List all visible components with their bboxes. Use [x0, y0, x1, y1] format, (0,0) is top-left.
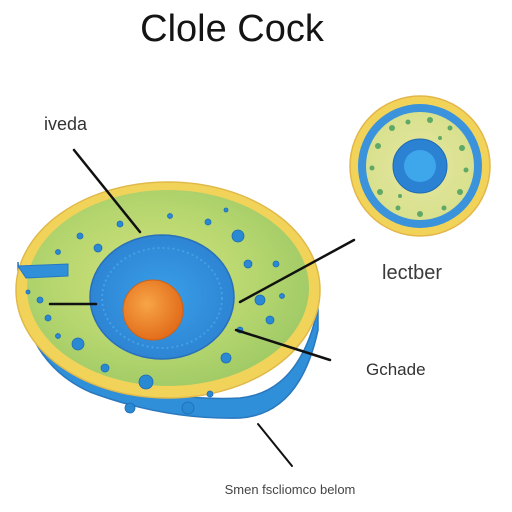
vesicle [100, 363, 110, 373]
vesicle [265, 315, 275, 325]
leader-line-lectber [238, 238, 356, 304]
vesicle [93, 243, 103, 253]
vesicle [220, 352, 232, 364]
vesicle [124, 402, 136, 414]
small-cell-nucleolus [404, 150, 436, 182]
vesicle [55, 249, 61, 255]
leader-line-base [257, 423, 293, 467]
vesicle [279, 293, 285, 299]
vesicle [116, 220, 124, 228]
vesicle [231, 229, 245, 243]
vesicle [25, 289, 31, 295]
nuclear-envelope [101, 247, 223, 349]
vesicle [254, 294, 266, 306]
main-cell [15, 181, 321, 419]
diagram-title: Clole Cock [140, 8, 324, 50]
leader-line-iveda [72, 148, 142, 234]
vesicle [204, 218, 212, 226]
small-cell-granules [369, 117, 469, 217]
label-gchade: Gchade [366, 360, 426, 379]
label-lectber: lectber [382, 262, 443, 284]
leader-line-gchade [234, 328, 332, 362]
vesicle [243, 259, 253, 269]
leader-lines [48, 148, 356, 467]
vesicle [206, 390, 214, 398]
vesicle [167, 213, 173, 219]
vesicle [76, 232, 84, 240]
vesicle [138, 374, 154, 390]
vesicle [44, 314, 52, 322]
nucleolus [122, 279, 184, 341]
vesicle [36, 296, 44, 304]
vesicle [55, 333, 61, 339]
small-cell [349, 95, 491, 237]
label-iveda: iveda [44, 114, 88, 134]
vesicles [25, 207, 285, 415]
vesicle [223, 207, 229, 213]
vesicle [71, 337, 85, 351]
caption: Smen fscliomco belom [224, 482, 356, 497]
membrane-cutout [17, 263, 69, 279]
vesicle [181, 401, 195, 415]
vesicle [272, 260, 280, 268]
